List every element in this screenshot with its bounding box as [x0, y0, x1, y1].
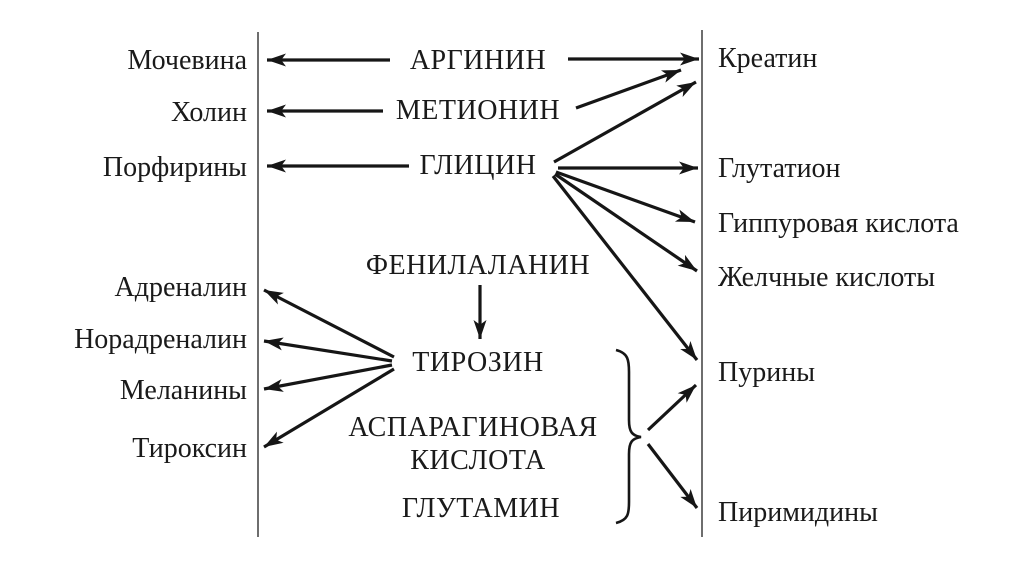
node-hippuric-acid: Гиппуровая кислота: [718, 208, 959, 239]
node-porphyrins: Порфирины: [103, 152, 247, 183]
arrow-tyrosine-to-noradrenaline: [263, 337, 393, 363]
node-choline: Холин: [171, 97, 247, 128]
node-glutathione: Глутатион: [718, 153, 841, 184]
node-thyroxine: Тироксин: [132, 433, 247, 464]
node-methionine: МЕТИОНИН: [396, 95, 560, 126]
node-aspartic-acid-line2: КИСЛОТА: [410, 445, 546, 476]
arrow-group-to-purines: [646, 383, 698, 432]
node-phenylalanine: ФЕНИЛАЛАНИН: [366, 250, 590, 281]
node-bile-acids: Желчные кислоты: [718, 262, 935, 293]
arrow-tyrosine-to-adrenaline: [263, 288, 395, 359]
node-aspartic-acid-line1: АСПАРАГИНОВАЯ: [348, 412, 597, 443]
node-adrenaline: Адреналин: [115, 272, 248, 303]
node-arginine: АРГИНИН: [410, 45, 546, 76]
node-glycine: ГЛИЦИН: [420, 150, 537, 181]
grouping-brace: [615, 348, 642, 525]
node-melanins: Меланины: [120, 375, 247, 406]
node-pyrimidines: Пиримидины: [718, 497, 878, 528]
arrow-group-to-pyrimidines: [646, 443, 699, 509]
arrow-methionine-to-creatine: [575, 68, 682, 110]
node-noradrenaline: Норадреналин: [74, 324, 247, 355]
arrow-glycine-to-hippuric-acid: [555, 170, 696, 224]
arrow-glycine-to-bile-acids: [554, 172, 698, 273]
node-glutamine: ГЛУТАМИН: [402, 493, 560, 524]
node-creatine: Креатин: [718, 43, 817, 74]
node-urea: Мочевина: [127, 45, 247, 76]
node-purines: Пурины: [718, 357, 815, 388]
arrow-glycine-to-purines: [551, 175, 699, 361]
arrow-tyrosine-to-thyroxine: [263, 367, 395, 449]
node-tyrosine: ТИРОЗИН: [412, 347, 543, 378]
arrow-tyrosine-to-melanins: [263, 363, 393, 392]
arrow-glycine-to-creatine: [553, 80, 697, 164]
